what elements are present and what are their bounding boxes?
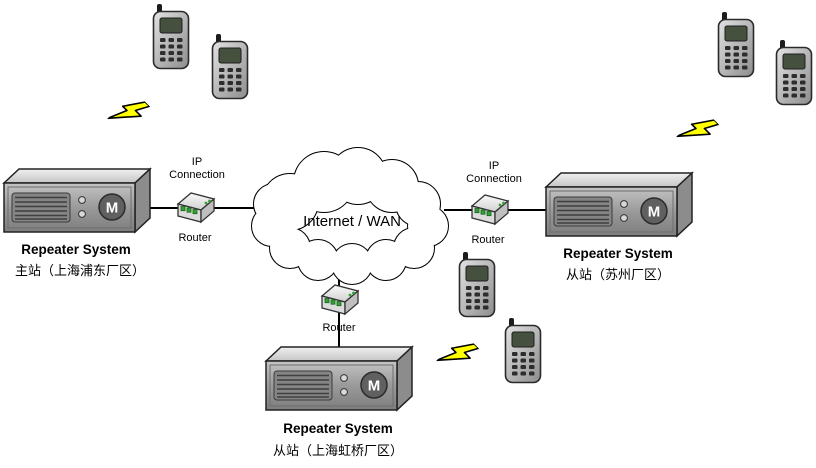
router-right-label: Router	[471, 234, 505, 246]
portable-radio-icon	[775, 40, 813, 106]
ip-label-line1: IP	[488, 160, 500, 172]
repeater-right-title: Repeater System	[563, 246, 673, 261]
ip-label-line2: Connection	[169, 169, 225, 182]
repeater-left-title: Repeater System	[21, 242, 131, 257]
motorola-logo-letter: M	[106, 200, 119, 217]
wireless-link-top-left	[103, 91, 153, 141]
lightning-icon	[436, 343, 480, 362]
portable-radio-top-right-2	[775, 40, 813, 111]
repeater-icon: M	[264, 345, 414, 412]
portable-radio-icon	[504, 318, 542, 384]
cloud-icon: Internet / WAN	[251, 147, 449, 285]
router-left	[172, 190, 218, 235]
portable-radio-top-left-2	[211, 34, 249, 105]
router-bottom	[316, 282, 362, 327]
internet-wan-cloud: Internet / WAN	[246, 146, 458, 291]
lightning-icon	[107, 101, 151, 120]
router-left-label: Router	[178, 232, 212, 244]
router-icon	[176, 192, 216, 224]
repeater-right-subtitle: 从站（苏州厂区）	[565, 267, 670, 282]
portable-radio-icon	[152, 4, 190, 70]
router-bottom-label: Router	[322, 322, 356, 334]
wireless-link-bottom	[432, 333, 482, 383]
repeater-left-subtitle: 主站（上海浦东厂区）	[14, 263, 145, 278]
portable-radio-bottom-1	[458, 252, 496, 323]
connection-line-left-repeater-router	[136, 207, 180, 209]
portable-radio-icon	[717, 12, 755, 78]
left-router-connection-label: IP Connection	[147, 156, 247, 182]
portable-radio-top-right-1	[717, 12, 755, 83]
motorola-logo-letter: M	[368, 378, 381, 395]
portable-radio-icon	[211, 34, 249, 100]
repeater-bottom-title: Repeater System	[283, 421, 393, 436]
lightning-icon	[676, 119, 720, 138]
motorola-logo-letter: M	[648, 204, 661, 221]
connection-line-right-router-repeater	[504, 209, 548, 211]
repeater-right: M	[544, 170, 694, 247]
portable-radio-top-left-1	[152, 4, 190, 75]
ip-label-line2: Connection	[466, 173, 522, 186]
router-right	[466, 192, 512, 237]
ip-label-line1: IP	[191, 156, 203, 168]
motorola-logo-icon	[98, 193, 126, 221]
right-router-connection-label: IP Connection	[444, 160, 544, 186]
portable-radio-icon	[458, 252, 496, 318]
router-icon	[320, 284, 360, 316]
portable-radio-bottom-2	[504, 318, 542, 389]
repeater-icon: M	[2, 167, 152, 234]
cloud-label: Internet / WAN	[303, 213, 401, 230]
connection-line-left-router-cloud	[212, 207, 258, 209]
connection-line-cloud-right-router	[444, 209, 482, 211]
repeater-bottom-subtitle: 从站（上海虹桥厂区）	[272, 443, 403, 458]
repeater-bottom: M	[264, 344, 414, 421]
motorola-logo-icon	[640, 197, 668, 225]
connection-line-bottom-router-repeater	[338, 312, 340, 352]
repeater-left: M	[2, 166, 152, 243]
wireless-link-right	[672, 109, 722, 159]
router-icon	[470, 194, 510, 226]
motorola-logo-icon	[360, 371, 388, 399]
repeater-icon: M	[544, 171, 694, 238]
